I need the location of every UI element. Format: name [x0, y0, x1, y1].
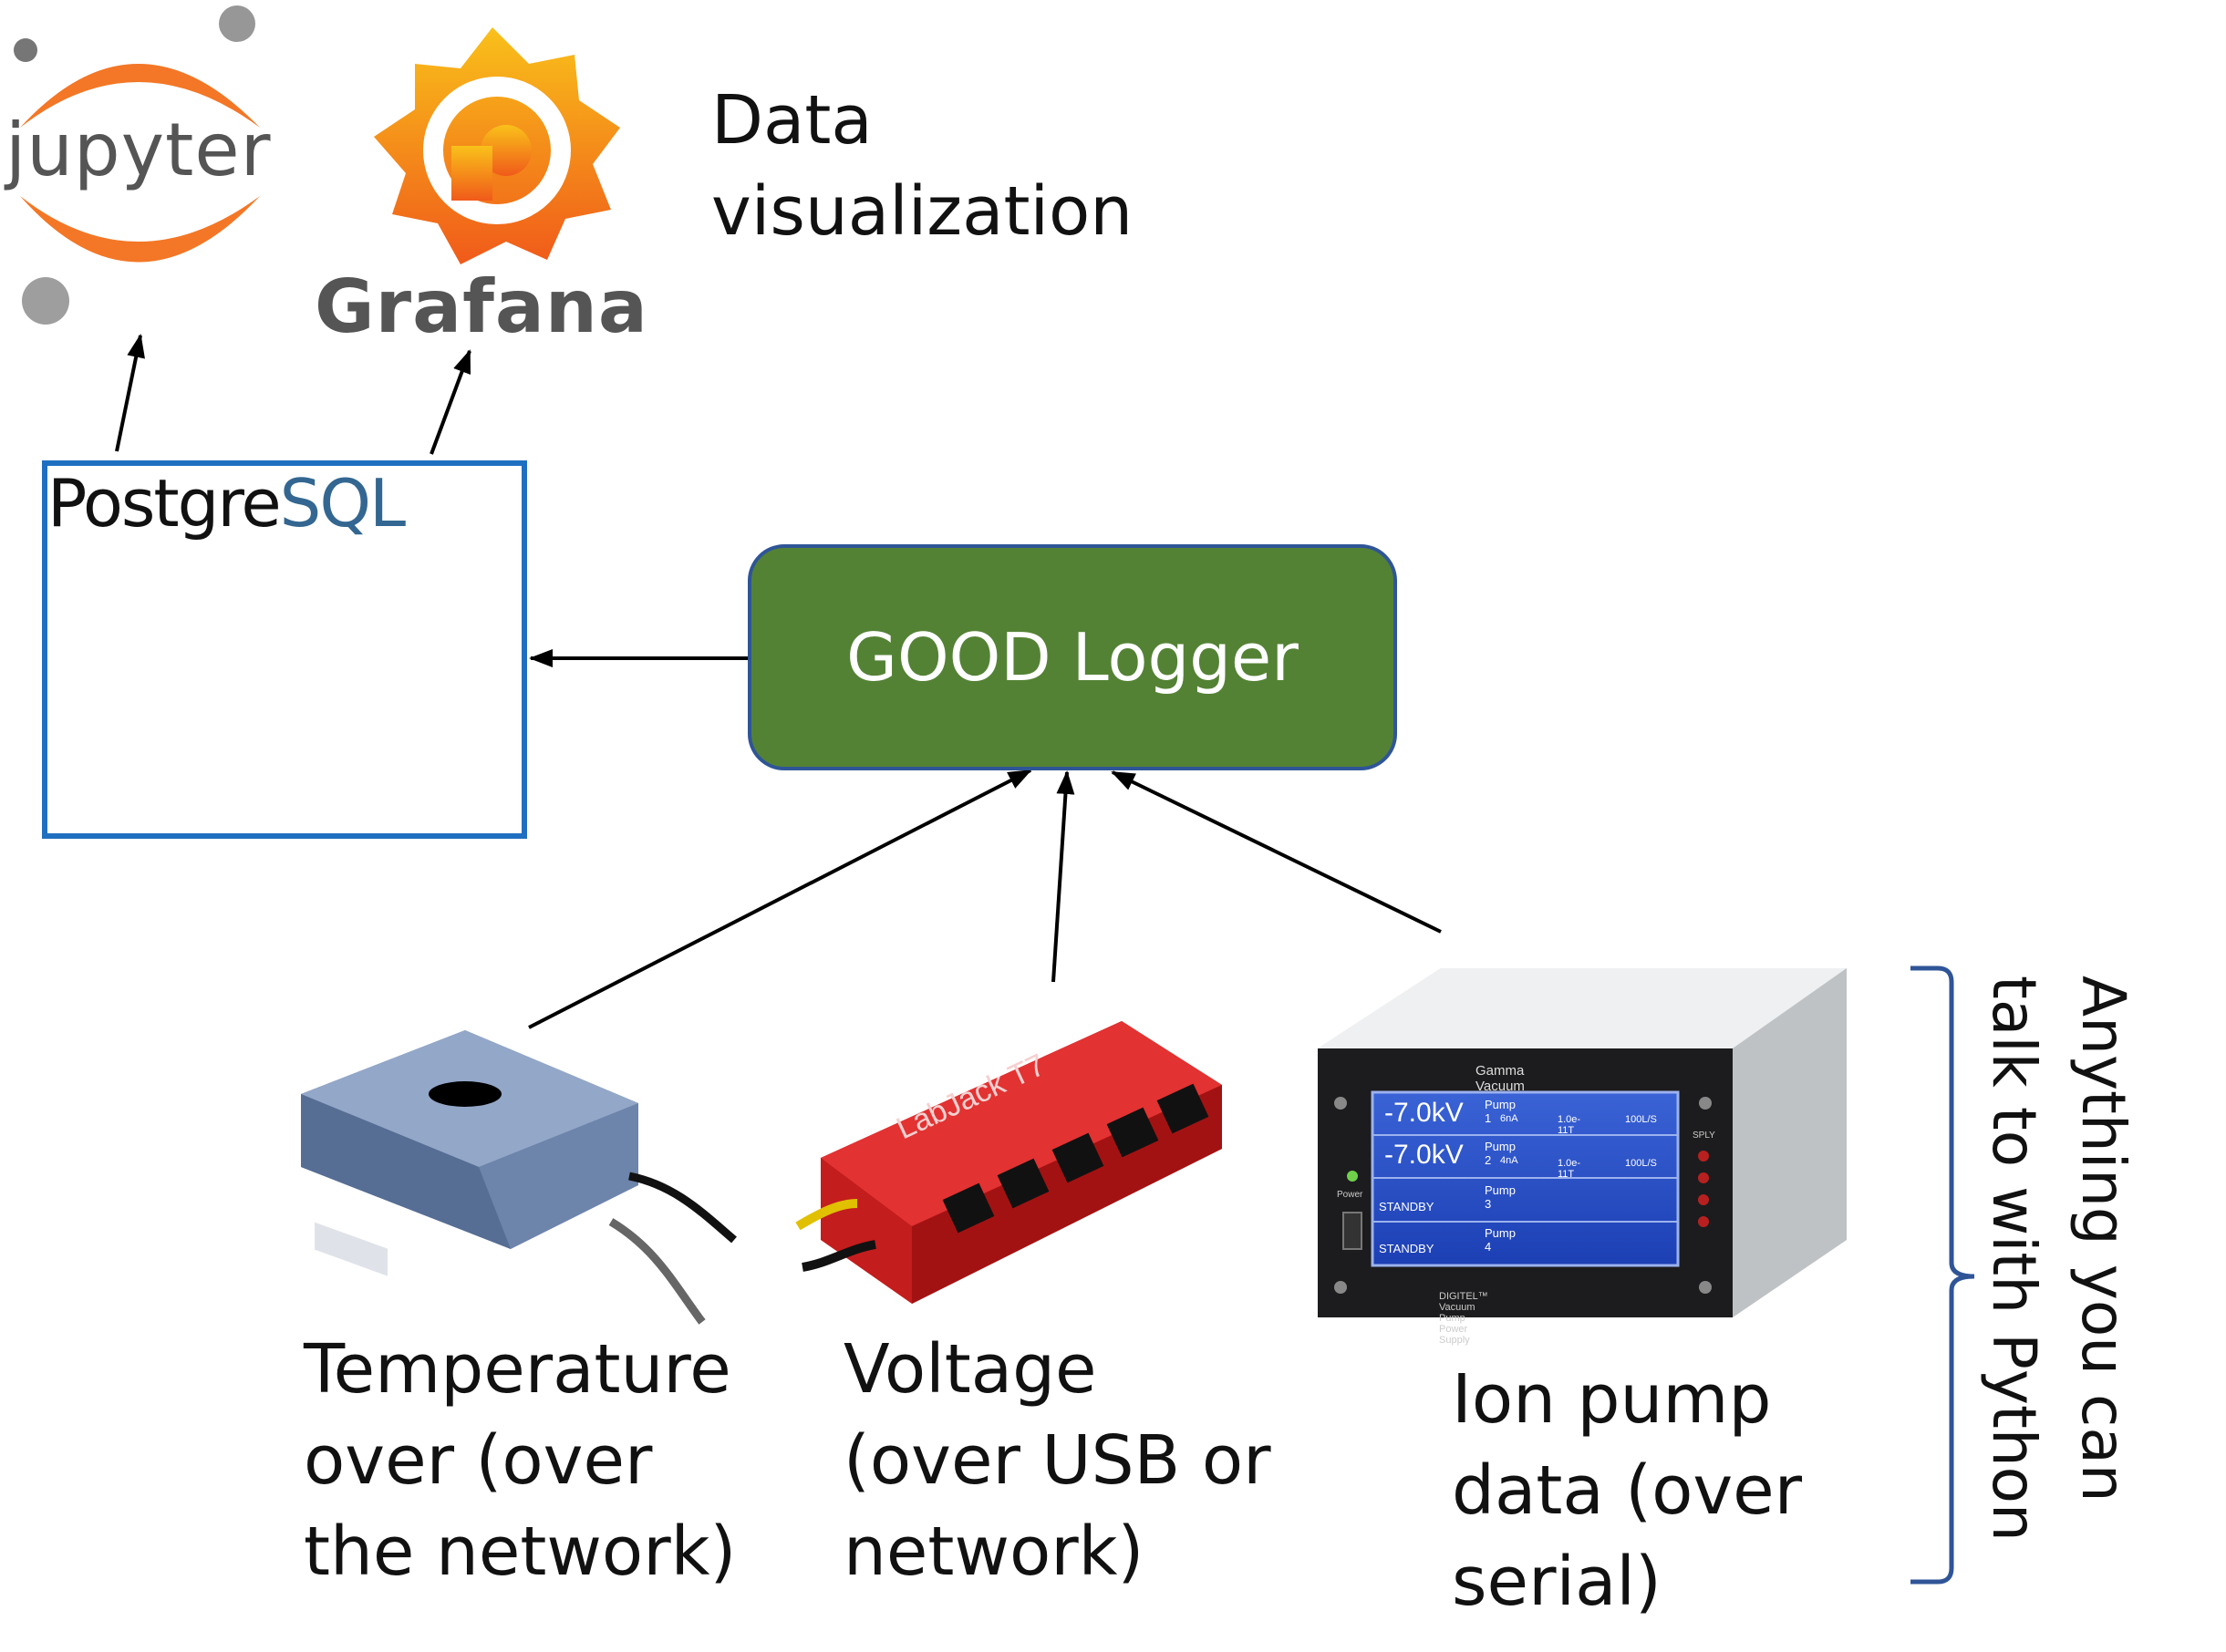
arrow-temp-to-logger	[528, 769, 1032, 1029]
bracket-label-text: Anything you can talk to with Python	[1979, 976, 2138, 1542]
grafana-wordmark: Grafana	[315, 264, 648, 349]
ionpump-row2-value: -7.0kV	[1384, 1140, 1464, 1170]
ionpump-power-label: Power	[1337, 1190, 1363, 1200]
voltage-caption: Voltage (over USB or network)	[844, 1330, 1271, 1591]
ionpump-row2-pressure: 1.0e-11T	[1558, 1158, 1581, 1180]
arrow-pg-to-jupyter	[115, 334, 145, 452]
ionpump-row1-pump: Pump 1	[1485, 1098, 1516, 1125]
data-visualization-label: Data visualization	[711, 81, 1134, 251]
jupyter-wordmark: jupyter	[5, 108, 272, 192]
bracket-label: Anything you can talk to with Python	[1979, 976, 2148, 1577]
postgresql-wordmark-prefix: Postgre	[47, 465, 282, 542]
ionpump-brand: Gamma Vacuum	[1475, 1063, 1525, 1094]
postgresql-box	[42, 460, 527, 839]
labjack-device-image: LabJack T7	[795, 1021, 1222, 1304]
ionpump-row2-pump: Pump 2	[1485, 1140, 1516, 1167]
jupyter-dot-top-left	[14, 38, 37, 62]
ionpump-footer: DIGITEL™ Vacuum Pump Power Supply	[1439, 1291, 1488, 1346]
grafana-logo	[374, 27, 620, 264]
ionpump-row1-current: 6nA	[1500, 1113, 1518, 1124]
ionpump-row1-speed: 100L/S	[1625, 1114, 1657, 1125]
devices-bracket	[1910, 965, 1975, 1585]
ionpump-row3-pump: Pump 3	[1485, 1183, 1516, 1211]
jupyter-dot-top-right	[219, 5, 255, 42]
temperature-device-image	[301, 1030, 737, 1325]
postgresql-wordmark-suffix: SQL	[279, 465, 406, 542]
ionpump-device-image	[1318, 968, 1847, 1317]
ionpump-caption: Ion pump data (over serial)	[1452, 1360, 1803, 1621]
ionpump-row2-current: 4nA	[1500, 1155, 1518, 1166]
ionpump-row3-value: STANDBY	[1379, 1200, 1434, 1213]
jupyter-dot-bottom-left	[22, 277, 69, 325]
postgresql-wordmark: PostgreSQL	[47, 465, 406, 542]
ionpump-row1-pressure: 1.0e-11T	[1558, 1114, 1581, 1136]
ionpump-row4-pump: Pump 4	[1485, 1226, 1516, 1254]
arrow-voltage-to-logger	[1051, 770, 1075, 983]
jupyter-logo	[14, 5, 260, 325]
ionpump-side-label: SPLY	[1693, 1131, 1715, 1141]
ionpump-row1-value: -7.0kV	[1384, 1098, 1464, 1128]
arrow-pg-to-grafana	[430, 349, 471, 455]
jupyter-top-arc	[20, 64, 260, 128]
good-logger-box: GOOD Logger	[748, 544, 1397, 770]
ionpump-row4-value: STANDBY	[1379, 1242, 1434, 1255]
good-logger-label: GOOD Logger	[846, 619, 1299, 696]
temperature-caption: Temperature over (over the network)	[304, 1330, 737, 1591]
jupyter-bottom-arc	[20, 196, 260, 263]
ionpump-row2-speed: 100L/S	[1625, 1158, 1657, 1169]
arrow-ionpump-to-logger	[1111, 770, 1442, 934]
